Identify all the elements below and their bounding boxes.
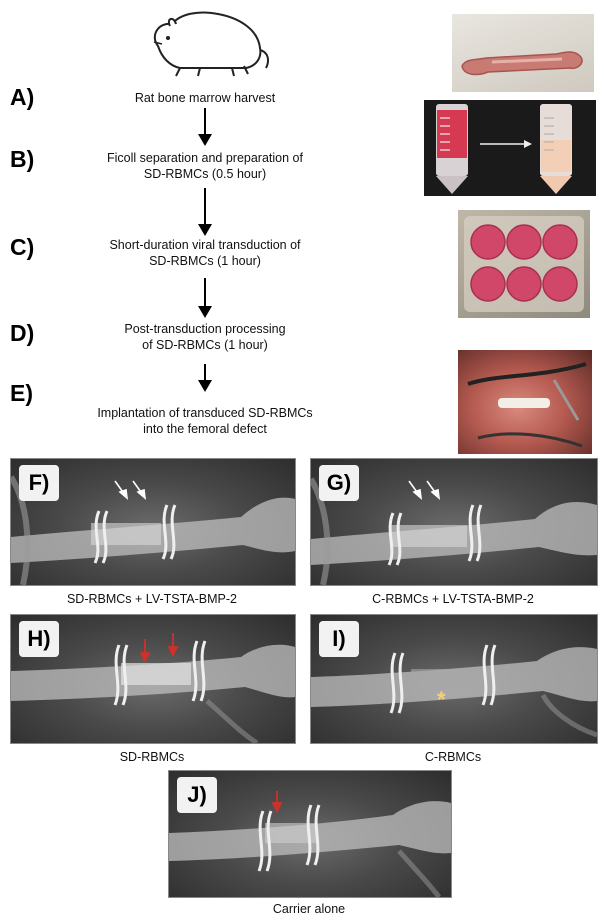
panel-letter-f: F) [19,465,59,501]
ficoll-tubes-photo [424,100,596,196]
caption-i: C-RBMCs [424,750,482,764]
step-text-b-line1: Ficoll separation and preparation of [107,151,303,165]
flow-arrow-de [198,364,212,392]
xray-g-image [311,477,597,585]
bone-photo [452,14,594,92]
surgery-photo [458,350,592,454]
xray-panel-h: H) [10,614,296,744]
xray-panel-g: G) [310,458,598,586]
step-text-e-line2: into the femoral defect [143,422,267,436]
caption-g: C-RBMCs + LV-TSTA-BMP-2 [372,592,534,606]
xray-i-image: * [311,644,597,738]
flow-arrow-bc [198,188,212,236]
step-text-d: Post-transduction processing of SD-RBMCs… [70,321,340,353]
caption-h: SD-RBMCs [119,750,185,764]
xray-j-image [169,791,451,897]
step-text-c-line1: Short-duration viral transduction of [109,238,301,252]
step-letter-a: A) [10,84,35,110]
xray-h-image [11,633,295,743]
xray-panel-i: * I) [310,614,598,744]
step-letter-b: B) [10,146,35,172]
xray-panel-f: F) [10,458,296,586]
rat-illustration [153,11,269,77]
step-text-c-line2: SD-RBMCs (1 hour) [149,254,261,268]
step-text-d-line2: of SD-RBMCs (1 hour) [142,338,268,352]
step-text-c: Short-duration viral transduction of SD-… [70,237,340,269]
panel-letter-h: H) [19,621,59,657]
panel-letter-g: G) [319,465,359,501]
caption-f: SD-RBMCs + LV-TSTA-BMP-2 [66,592,238,606]
step-text-a: Rat bone marrow harvest [134,91,276,105]
step-letter-d: D) [10,320,35,346]
xray-f-image [11,475,295,585]
asterisk-marker: * [437,687,446,712]
step-text-e: Implantation of transduced SD-RBMCs into… [60,405,350,437]
step-text-b: Ficoll separation and preparation of SD-… [70,150,340,182]
step-text-e-line1: Implantation of transduced SD-RBMCs [97,406,313,420]
xray-panel-j: J) [168,770,452,898]
step-text-d-line1: Post-transduction processing [124,322,286,336]
well-plate-photo [458,210,590,318]
panel-letter-j: J) [177,777,217,813]
caption-j: Carrier alone [272,902,346,916]
panel-letter-i: I) [319,621,359,657]
step-letter-e: E) [10,380,33,406]
step-letter-c: C) [10,234,35,260]
flow-arrow-cd [198,278,212,318]
step-text-b-line2: SD-RBMCs (0.5 hour) [143,167,267,181]
flow-arrow-ab [198,108,212,146]
